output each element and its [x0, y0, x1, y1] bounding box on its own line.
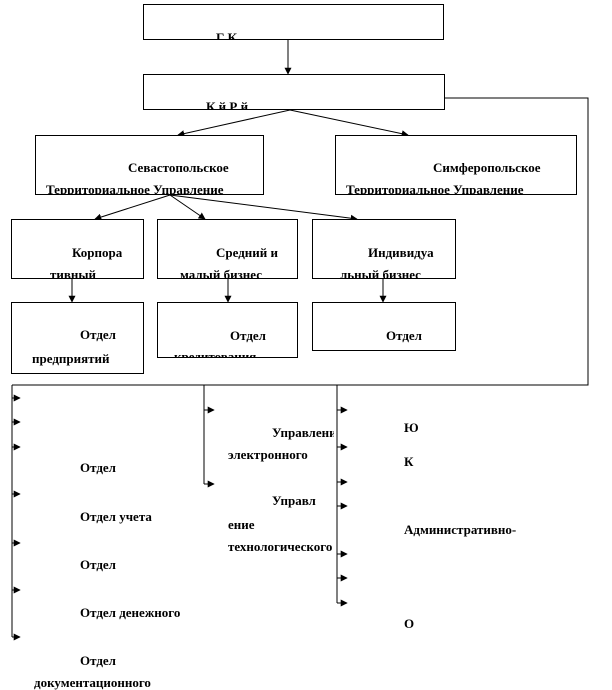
corporate-division-line1: Корпора: [72, 245, 123, 260]
top-box: Г К: [143, 4, 444, 40]
individual-division-line1: Индивидуа: [368, 245, 434, 260]
left-list-item: Отдел: [80, 557, 116, 572]
right-list-item: К: [404, 454, 414, 469]
sme-division-line1: Средний и: [216, 245, 279, 260]
individual-department-line1: Отдел: [386, 328, 422, 343]
middle-list-item-line2: ение: [228, 517, 255, 532]
left-list-item: Отдел: [80, 653, 116, 668]
middle-list-item-line3: технологического: [228, 539, 333, 552]
left-list-item: Отдел: [80, 460, 116, 475]
top-box-label: Г К: [216, 30, 237, 40]
sme-department-line1: Отдел: [230, 328, 266, 343]
left-list-item: Отдел учета: [80, 509, 152, 524]
middle-list-item: Управлени: [272, 425, 334, 440]
individual-department-box: Отдел: [312, 302, 456, 351]
sme-department-box: Отдел кредитования: [157, 302, 298, 358]
sevastopol-branch-line1: Севастопольское: [128, 160, 229, 175]
corporate-division-line2: тивный: [50, 267, 97, 279]
individual-division-box: Индивидуа льный бизнес: [312, 219, 456, 279]
sme-division-box: Средний и малый бизнес: [157, 219, 298, 279]
right-list-item: Ю: [404, 420, 419, 435]
left-list-item: Отдел денежного: [80, 605, 181, 620]
right-list-item: Административно-: [404, 522, 517, 537]
right-list: Ю К Административно- О: [350, 420, 600, 630]
corporate-division-box: Корпора тивный: [11, 219, 144, 279]
sevastopol-branch-line2: Территориальное Управление: [46, 182, 224, 195]
simferopol-branch-box: Симферопольское Территориальное Управлен…: [335, 135, 577, 195]
middle-list-item-line2: электронного: [228, 447, 308, 462]
main-box-label: К й Р й: [206, 99, 249, 110]
middle-list: Управлени электронного Управл ение техно…: [222, 420, 334, 552]
middle-list-item: Управл: [272, 493, 316, 508]
sevastopol-branch-box: Севастопольское Территориальное Управлен…: [35, 135, 264, 195]
sme-division-line2: малый бизнес: [180, 267, 262, 279]
simferopol-branch-line1: Симферопольское: [433, 160, 541, 175]
left-list: Отдел Отдел учета Отдел Отдел денежного …: [22, 455, 222, 690]
corporate-department-line1: Отдел: [80, 327, 116, 342]
main-box: К й Р й: [143, 74, 445, 110]
sme-department-line2: кредитования: [174, 349, 257, 358]
corporate-department-line2: предприятий: [32, 351, 110, 366]
right-list-item: О: [404, 616, 415, 630]
individual-division-line2: льный бизнес: [340, 267, 421, 279]
corporate-department-box: Отдел предприятий: [11, 302, 144, 374]
left-list-item-line2: документационного: [34, 675, 151, 690]
simferopol-branch-line2: Территориальное Управление: [346, 182, 524, 195]
